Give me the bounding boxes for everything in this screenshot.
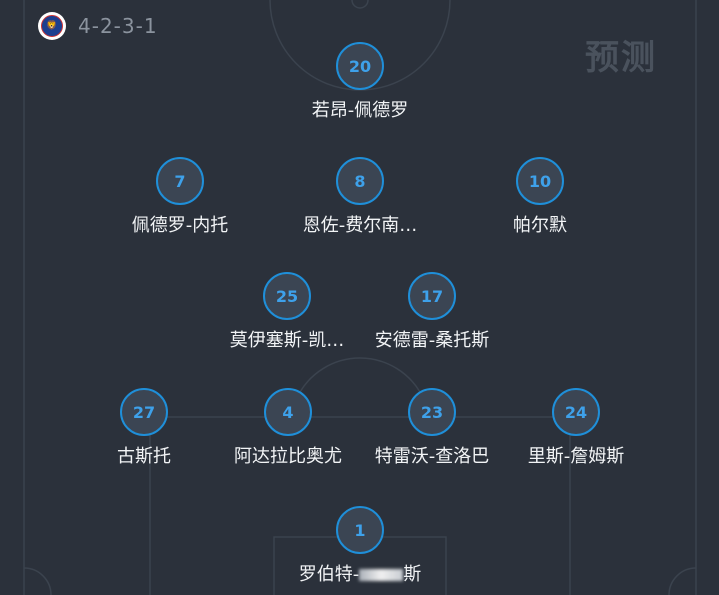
player-name: 帕尔默	[513, 215, 567, 236]
player-card[interactable]: 8 恩佐-费尔南…	[280, 157, 440, 237]
player-number: 17	[408, 272, 456, 320]
blurred-text	[359, 569, 404, 581]
player-card[interactable]: 24 里斯-詹姆斯	[496, 388, 656, 468]
team-header: 🦁 4-2-3-1	[38, 12, 158, 40]
player-name: 安德雷-桑托斯	[374, 330, 490, 351]
player-card[interactable]: 17 安德雷-桑托斯	[352, 272, 512, 352]
player-name: 佩德罗-内托	[131, 215, 229, 236]
team-badge-icon: 🦁	[38, 12, 66, 40]
player-card[interactable]: 7 佩德罗-内托	[100, 157, 260, 237]
prediction-watermark: 预测	[585, 38, 657, 78]
player-name: 特雷沃-查洛巴	[374, 446, 490, 467]
player-card[interactable]: 20 若昂-佩德罗	[280, 42, 440, 122]
player-number: 7	[156, 157, 204, 205]
player-name: 阿达拉比奥尤	[234, 446, 342, 467]
player-card[interactable]: 23 特雷沃-查洛巴	[352, 388, 512, 468]
player-name: 古斯托	[117, 446, 171, 467]
name-prefix: 罗伯特-	[298, 564, 360, 585]
player-name: 恩佐-费尔南…	[302, 215, 418, 236]
player-name: 里斯-詹姆斯	[527, 446, 625, 467]
player-number: 24	[552, 388, 600, 436]
player-name: 若昂-佩德罗	[311, 100, 409, 121]
player-number: 27	[120, 388, 168, 436]
player-name: 莫伊塞斯-凯…	[229, 330, 345, 351]
player-name: 罗伯特- 斯	[280, 560, 440, 586]
player-number: 20	[336, 42, 384, 90]
player-card[interactable]: 10 帕尔默	[460, 157, 620, 237]
formation-label: 4-2-3-1	[78, 14, 158, 38]
player-card[interactable]: 4 阿达拉比奥尤	[208, 388, 368, 468]
name-suffix: 斯	[403, 564, 422, 585]
player-number: 8	[336, 157, 384, 205]
player-card[interactable]: 25 莫伊塞斯-凯…	[207, 272, 367, 352]
player-number: 25	[263, 272, 311, 320]
player-card[interactable]: 27 古斯托	[64, 388, 224, 468]
player-number: 1	[336, 506, 384, 554]
goalkeeper-card[interactable]: 1 罗伯特- 斯	[280, 506, 440, 586]
player-number: 23	[408, 388, 456, 436]
player-number: 4	[264, 388, 312, 436]
player-number: 10	[516, 157, 564, 205]
